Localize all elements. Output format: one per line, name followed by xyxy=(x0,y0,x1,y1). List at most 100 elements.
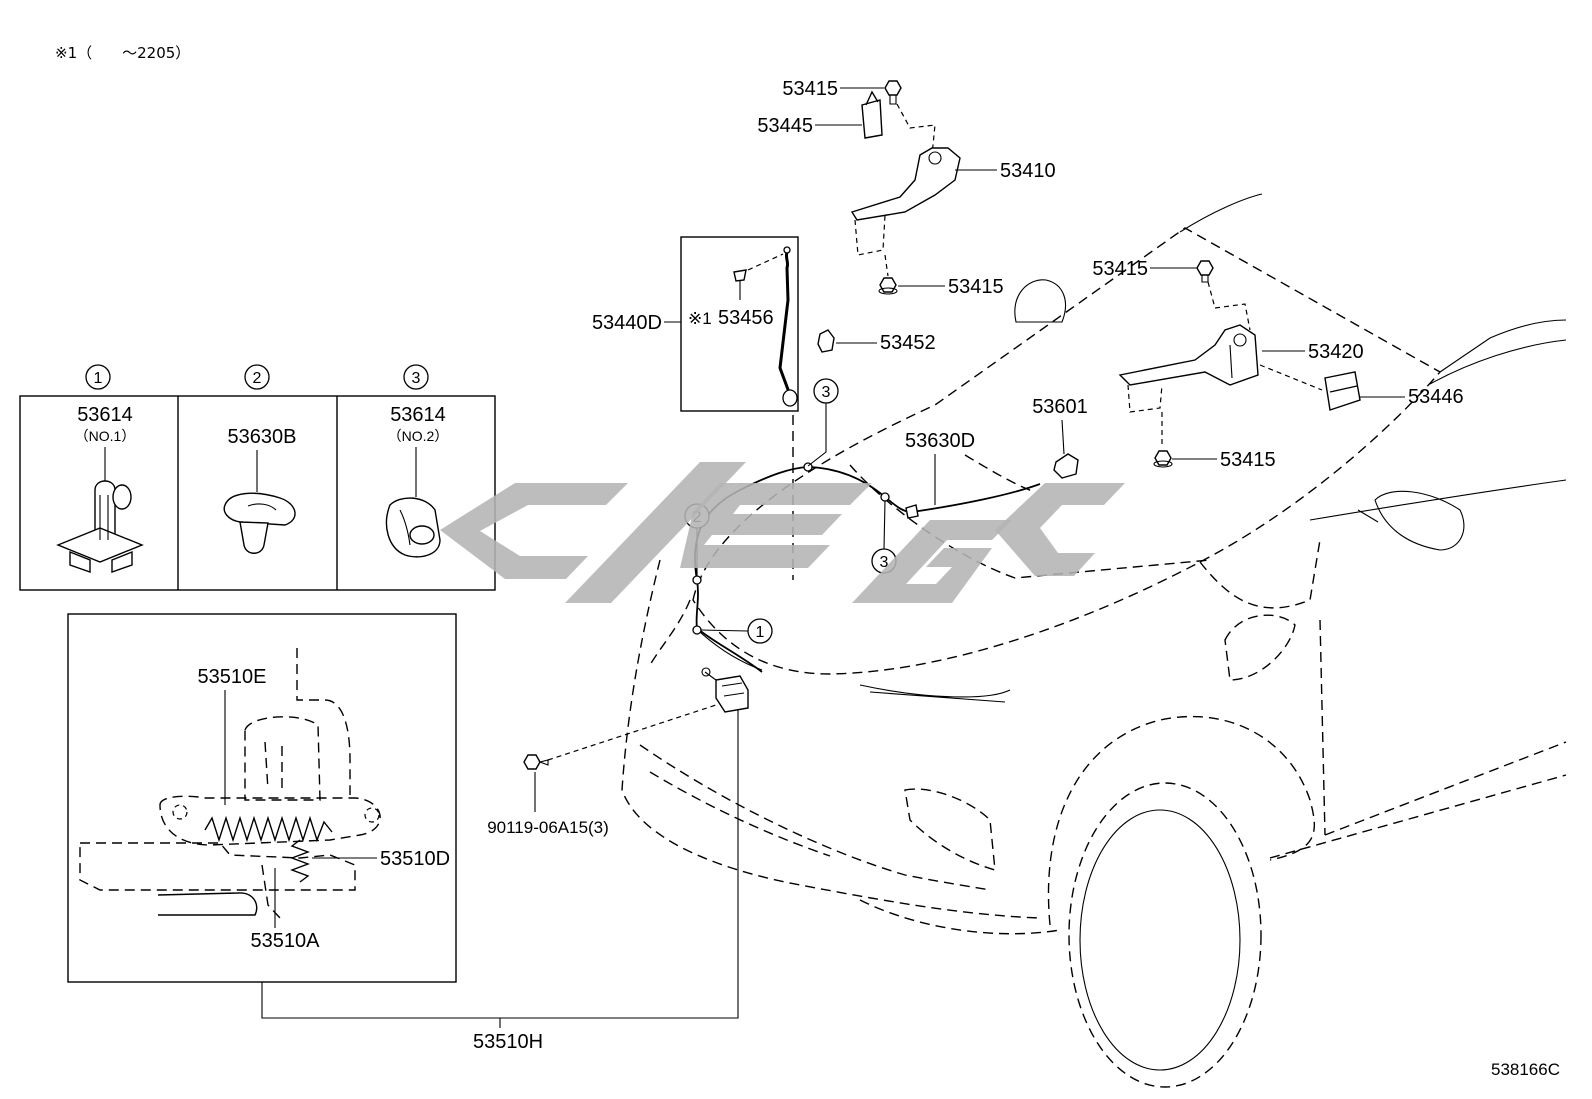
latch-base xyxy=(79,842,356,891)
part-number-label[interactable]: 53452 xyxy=(880,332,936,354)
lower-grille-upper xyxy=(639,744,991,891)
wheel-rim xyxy=(1079,809,1241,1071)
side-sill-line xyxy=(1269,774,1567,859)
chin-line xyxy=(859,899,1061,935)
part-number-label[interactable]: 53415 xyxy=(782,78,838,100)
hood-switch xyxy=(1053,453,1079,479)
a-pillar-inner-line xyxy=(1429,339,1567,385)
side-mirror xyxy=(1357,490,1465,551)
support-rod-frame xyxy=(680,236,799,412)
part-number-label[interactable]: 53415 xyxy=(948,276,1004,298)
fog-lamp-bezel xyxy=(904,788,996,871)
latch-mount-hole xyxy=(364,807,380,823)
part-number-label[interactable]: 53614 xyxy=(77,404,133,426)
hood-latch-on-vehicle xyxy=(701,667,749,713)
hood-outline xyxy=(692,227,1442,675)
shim-install-line xyxy=(1259,364,1323,391)
cable-clip xyxy=(692,625,702,635)
right-hood-hinge-group: 53415 53420 53446 53415 xyxy=(1092,258,1463,471)
headlight-strip xyxy=(859,684,1011,703)
applicability-note: ※1（ ～2205） xyxy=(55,44,190,62)
hinge-install-line xyxy=(896,103,936,196)
leader-line xyxy=(807,403,827,467)
part-number-label[interactable]: 53614 xyxy=(390,404,446,426)
hinge-install-line xyxy=(854,214,889,277)
callout-number: 3 xyxy=(412,370,421,387)
holder-install-line xyxy=(747,253,784,271)
front-fascia xyxy=(621,559,1041,919)
part-number-label[interactable]: 90119-06A15(3) xyxy=(487,818,609,837)
cable-grommet xyxy=(905,504,919,519)
part-number-label[interactable]: 53440D xyxy=(592,312,662,334)
left-hood-hinge-group: 53415 53445 53410 53415 xyxy=(757,78,1055,298)
hinge-bolt xyxy=(1196,260,1214,283)
belt-line xyxy=(1309,479,1567,521)
hood-switch-group: 53601 xyxy=(1032,396,1088,479)
watermark-logo xyxy=(440,462,1125,603)
latch-spring-vertical xyxy=(290,839,310,883)
latch-body xyxy=(244,716,321,801)
hinge-bolt xyxy=(878,277,898,295)
part-number-label[interactable]: 53630D xyxy=(905,430,975,452)
clip-panel-2: 2 53630B xyxy=(223,364,297,554)
leader-line xyxy=(1061,419,1065,455)
door-line xyxy=(1319,619,1326,836)
rod-holder xyxy=(733,269,747,282)
part-number-label[interactable]: 53601 xyxy=(1032,396,1088,418)
callout-number: 1 xyxy=(94,370,103,387)
latch-plate xyxy=(159,795,381,846)
hood-hinge-right xyxy=(1118,324,1259,386)
callout-number: 2 xyxy=(253,370,262,387)
hinge-bolt xyxy=(1153,450,1173,468)
part-number-label[interactable]: 53456 xyxy=(718,307,774,329)
part-variant-label: （NO.2） xyxy=(388,428,449,444)
part-number-label[interactable]: 53510H xyxy=(473,1031,543,1053)
hinge-install-line xyxy=(1127,384,1163,448)
cable-clip xyxy=(692,575,702,585)
part-number-label[interactable]: 53410 xyxy=(1000,160,1056,182)
part-number-label[interactable]: 53630B xyxy=(228,426,297,448)
part-number-label[interactable]: 53510E xyxy=(198,666,267,688)
diagram-code: 538166C xyxy=(1491,1060,1560,1079)
hinge-shim xyxy=(1324,371,1361,411)
right-fender-top xyxy=(1199,539,1321,609)
windshield-top-edge xyxy=(1179,193,1263,233)
clip-53630b-drawing xyxy=(223,492,296,554)
callout-circle xyxy=(85,364,111,390)
rod-clip xyxy=(817,329,835,353)
cable-clip xyxy=(880,492,890,502)
leader-line xyxy=(700,629,749,632)
tire-outline xyxy=(1068,782,1262,1088)
part-number-label[interactable]: 53446 xyxy=(1408,386,1464,408)
a-pillar-line xyxy=(1439,319,1567,373)
clip-no1-drawing xyxy=(56,480,144,573)
hinge-bolt xyxy=(884,80,902,105)
part-variant-label: （NO.1） xyxy=(75,428,136,444)
seat-headrest xyxy=(1014,279,1066,323)
callout-number: 3 xyxy=(822,384,831,401)
hinge-install-line xyxy=(1207,281,1251,331)
clip-panel-frame xyxy=(19,395,496,591)
callout-circle xyxy=(403,364,429,390)
part-number-label[interactable]: 53510D xyxy=(380,848,450,870)
callout-circle xyxy=(244,364,270,390)
part-number-label[interactable]: 53420 xyxy=(1308,341,1364,363)
latch-mount-hole xyxy=(172,804,188,820)
latch-spring-horizontal xyxy=(204,815,333,843)
front-nose-line xyxy=(649,599,691,666)
part-number-label[interactable]: 53415 xyxy=(1220,449,1276,471)
hood-hinge-left xyxy=(850,147,961,221)
clip-no2-drawing xyxy=(385,497,441,558)
clip-panel-3: 3 53614 （NO.2） xyxy=(385,364,449,558)
hinge-shim xyxy=(861,90,883,139)
leader-line xyxy=(883,500,886,550)
latch-assy-bracket-line xyxy=(261,705,739,1019)
latch-detail-box: 53510E 53510D 53510A xyxy=(67,613,457,983)
part-number-label[interactable]: 53445 xyxy=(757,115,813,137)
part-number-label[interactable]: 53510A xyxy=(251,930,321,952)
wheel-arch xyxy=(1047,715,1315,926)
latch-lower-lever xyxy=(261,864,281,919)
hood-support-rod xyxy=(778,251,792,396)
part-number-label[interactable]: 53415 xyxy=(1092,258,1148,280)
